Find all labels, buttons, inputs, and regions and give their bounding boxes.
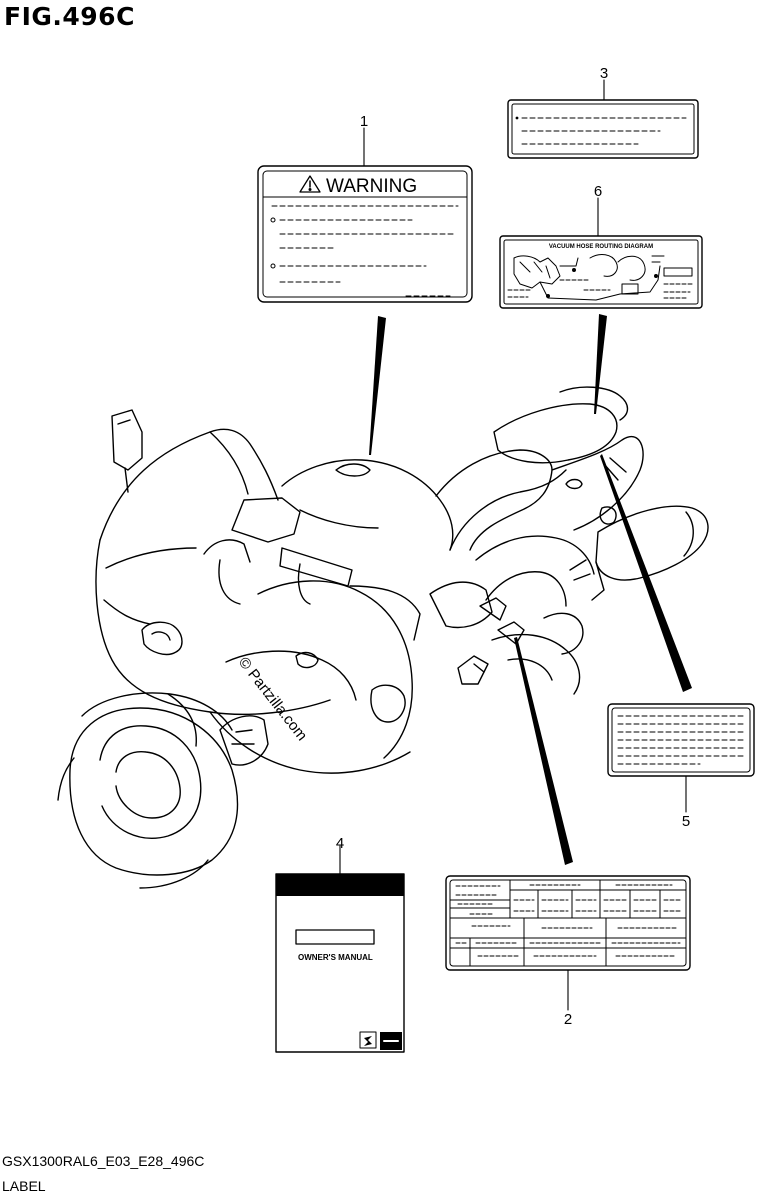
warning-triangle-icon <box>299 175 321 193</box>
owners-manual-heading: OWNER'S MANUAL <box>298 953 373 962</box>
warning-heading: WARNING <box>326 176 417 197</box>
suzuki-logo-icon <box>359 1031 377 1049</box>
motorcycle-illustration <box>57 386 709 889</box>
callout-5: 5 <box>682 813 690 830</box>
callout-2: 2 <box>564 1011 572 1028</box>
leader-line-5 <box>600 454 692 692</box>
label-1-warning <box>257 165 473 303</box>
label-4-owners-manual <box>275 873 405 1053</box>
callout-4: 4 <box>336 835 344 852</box>
label-2-table <box>445 875 691 971</box>
leader-line-1 <box>369 316 386 455</box>
callout-lines <box>339 79 687 1011</box>
callout-6: 6 <box>594 183 602 200</box>
callout-1: 1 <box>360 113 368 130</box>
figure-title: FIG.496C <box>4 2 135 31</box>
figure-label: LABEL <box>2 1178 46 1194</box>
callout-3: 3 <box>600 65 608 82</box>
leader-line-6 <box>594 314 607 414</box>
label-3 <box>507 99 699 159</box>
label-5 <box>607 703 755 777</box>
leader-line-2 <box>514 637 573 865</box>
leader-lines <box>369 314 692 865</box>
vacuum-heading: VACUUM HOSE ROUTING DIAGRAM <box>549 244 653 250</box>
vacuum-hose-routing-diagram-icon <box>507 254 693 301</box>
label-6-vacuum-hose <box>499 235 703 309</box>
figure-code: GSX1300RAL6_E03_E28_496C <box>2 1153 205 1169</box>
